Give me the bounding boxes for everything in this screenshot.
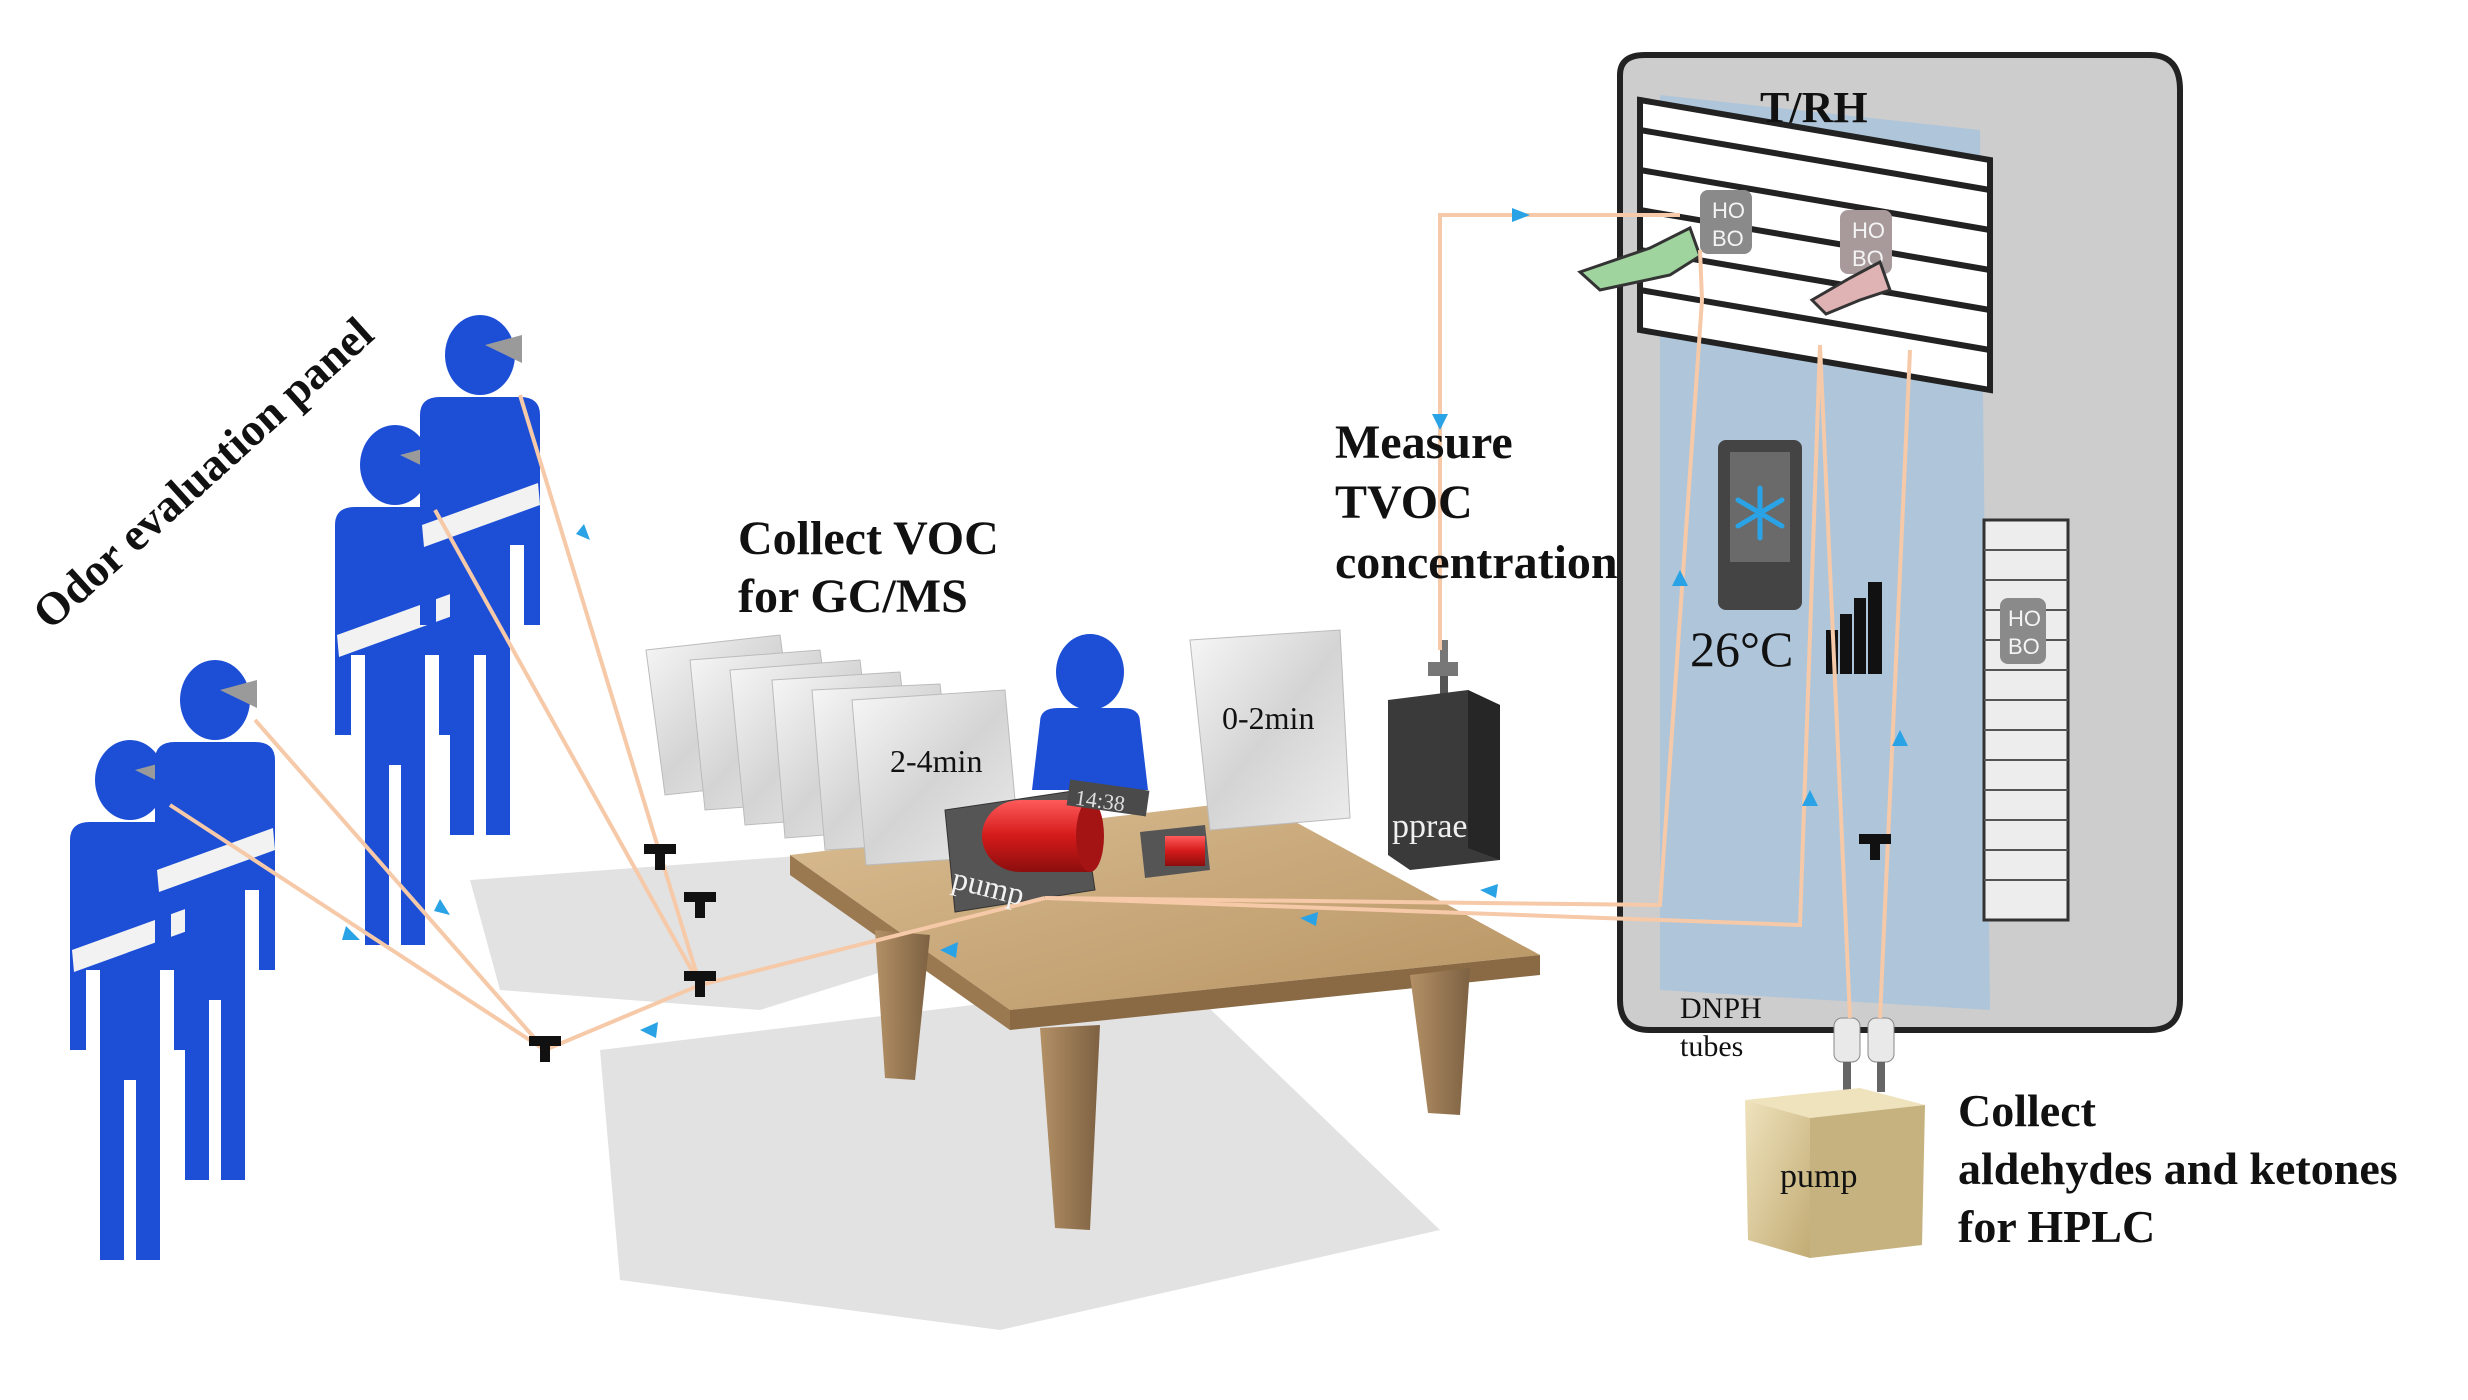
flow-arrow-icon [342, 208, 1908, 1038]
timer-display [1066, 779, 1150, 817]
trh-label: T/RH [1760, 83, 1868, 132]
seated-person [1032, 634, 1148, 790]
dnph-tubes [1833, 1017, 1895, 1092]
sample-bags-2-4min [645, 634, 1021, 866]
dnph-tubes-label: DNPH tubes [1680, 990, 1762, 1066]
hobo-logger-2: HO BO [1840, 210, 1892, 274]
collect-aldehydes-label: Collect aldehydes and ketones for HPLC [1958, 1082, 2398, 1256]
pprae-label: pprae [1392, 808, 1468, 845]
dnph-line1: DNPH [1680, 992, 1762, 1025]
fan-level-icon [1826, 582, 1882, 674]
svg-text:HO: HO [1852, 218, 1885, 243]
measure-tvoc-label: Measure TVOC concentration [1335, 413, 1618, 593]
floor-shadow [470, 850, 1440, 1330]
collect-ald-line2: aldehydes and ketones [1958, 1143, 2398, 1194]
pump-small [1140, 825, 1210, 878]
hobo-logger-1: HO BO [1700, 190, 1752, 254]
collect-ald-line1: Collect [1958, 1085, 2096, 1136]
svg-text:BO: BO [2008, 634, 2040, 659]
svg-text:BO: BO [1712, 226, 1744, 251]
bag-label-2-4min: 2-4min [890, 743, 983, 779]
pump-large [944, 789, 1104, 913]
dnph-line2: tubes [1680, 1030, 1744, 1063]
collect-ald-line3: for HPLC [1958, 1201, 2156, 1252]
sampling-tubes [168, 213, 1912, 1053]
collect-voc-line2: for GC/MS [738, 570, 968, 623]
collect-voc-label: Collect VOC for GC/MS [738, 510, 999, 626]
box-pump-label: pump [1780, 1158, 1858, 1195]
sample-bag-0-2min [1189, 629, 1351, 831]
control-display [1718, 440, 1802, 610]
measure-line3: concentration [1335, 536, 1618, 589]
svg-text:HO: HO [2008, 606, 2041, 631]
bag-label-0-2min: 0-2min [1222, 700, 1315, 736]
snowflake-icon [1735, 485, 1785, 541]
collect-voc-line1: Collect VOC [738, 512, 999, 565]
measure-line2: TVOC [1335, 476, 1473, 529]
pump-box [1745, 1088, 1925, 1258]
vent-slats [1639, 127, 1991, 353]
pprae-instrument [1388, 640, 1500, 870]
air-conditioner-unit: HO BO HO BO [1577, 52, 2183, 1033]
temperature-readout: 26°C [1690, 621, 1794, 677]
side-grille: HO BO [1982, 518, 2070, 922]
svg-text:HO: HO [1712, 198, 1745, 223]
measure-line1: Measure [1335, 416, 1513, 469]
